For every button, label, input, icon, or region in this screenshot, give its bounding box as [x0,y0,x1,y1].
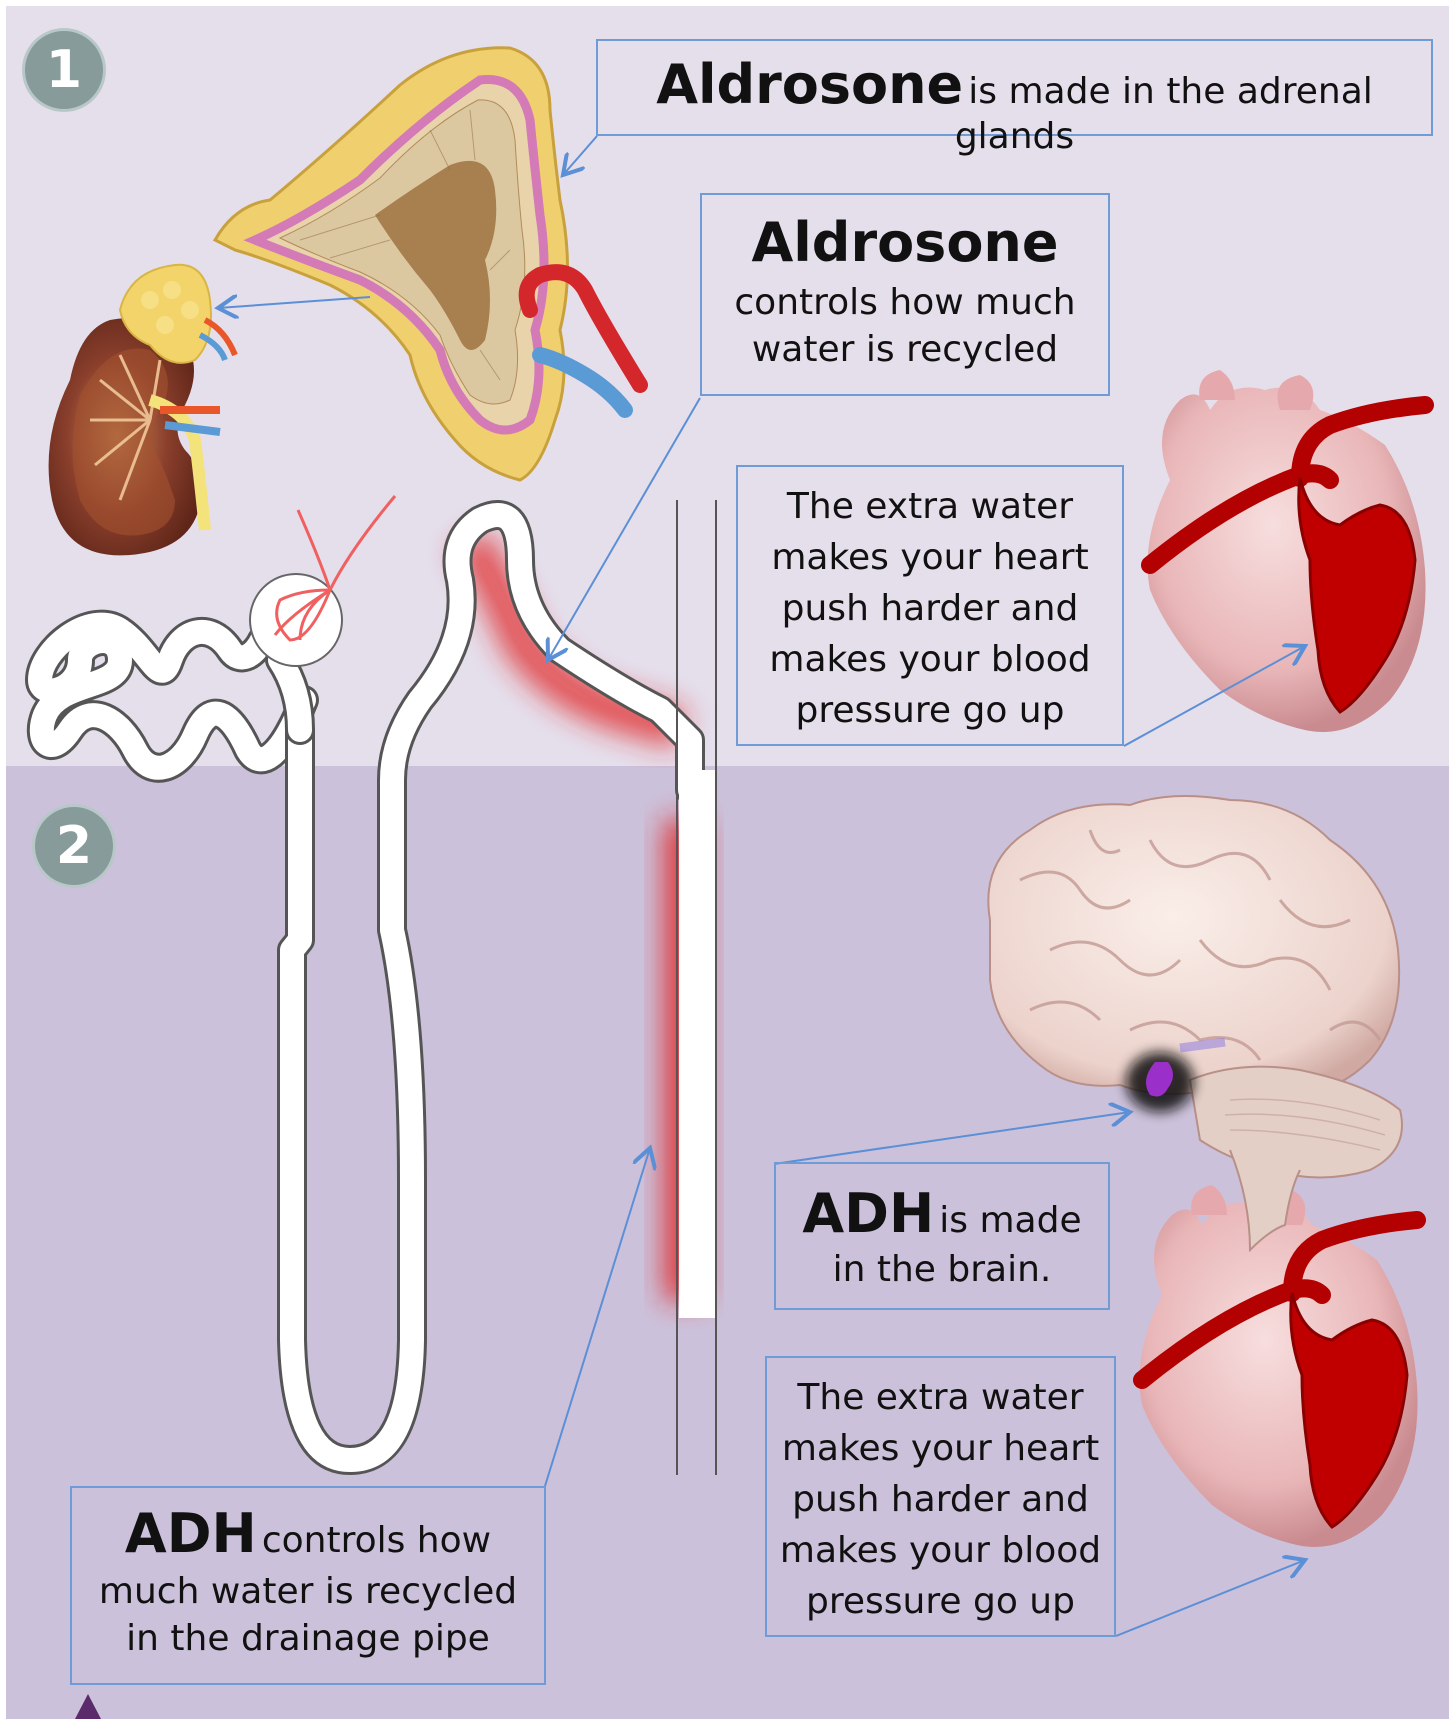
adh-brain-label: ADH is made in the brain. [774,1162,1110,1310]
adh-term: ADH [802,1182,934,1245]
aldrosone-controls-line-1: controls how much [702,282,1108,323]
adh-controls-line-2: in the drainage pipe [72,1618,544,1659]
adh-brain-text: in the brain. [776,1249,1108,1290]
adh-controls-label: ADH controls how much water is recycled … [70,1486,546,1685]
heart-bottom-line-1: The extra water [767,1372,1114,1423]
heart-bottom-line-5: pressure go up [767,1576,1114,1627]
heart-top-line-2: makes your heart [738,532,1122,583]
heart-bottom-line-4: makes your blood [767,1525,1114,1576]
corner-marker-icon [75,1694,101,1719]
arrow-to-adrenal-gland [563,136,597,175]
kidney-illustration [49,265,235,556]
aldrosone-term: Aldrosone [656,53,963,116]
aldrosone-controls-label: Aldrosone controls how much water is rec… [700,193,1110,396]
arrow-to-heart-bottom [1116,1560,1305,1636]
heart-top-line-5: pressure go up [738,685,1122,736]
aldrosone-term-2: Aldrosone [702,211,1108,274]
adh-controls-text: controls how [262,1520,491,1561]
heart-illustration-top [1148,370,1426,732]
arrow-to-brain [774,1112,1130,1164]
heart-bottom-line-3: push harder and [767,1474,1114,1525]
collecting-duct-channel [679,770,715,1318]
heart-top-line-3: push harder and [738,583,1122,634]
adh-controls-line-1: much water is recycled [72,1571,544,1612]
heart-bottom-line-2: makes your heart [767,1423,1114,1474]
heart-effect-label-bottom: The extra water makes your heart push ha… [765,1356,1116,1637]
arrow-to-collecting-duct [545,1148,650,1486]
step-2-badge: 2 [32,804,116,888]
adrenal-gland-illustration [215,48,640,480]
heart-top-line-4: makes your blood [738,634,1122,685]
arrow-kidney-to-adrenal [218,297,370,308]
adh-made-text: is made [939,1200,1081,1241]
heart-top-line-1: The extra water [738,481,1122,532]
aldrosone-adrenal-label: Aldrosone is made in the adrenal glands [596,39,1433,136]
nephron-illustration [40,496,716,1475]
heart-illustration-bottom [1140,1185,1418,1547]
adh-term-2: ADH [125,1502,257,1565]
step-1-badge: 1 [22,28,106,112]
aldrosone-controls-line-2: water is recycled [702,329,1108,370]
heart-effect-label-top: The extra water makes your heart push ha… [736,465,1124,746]
